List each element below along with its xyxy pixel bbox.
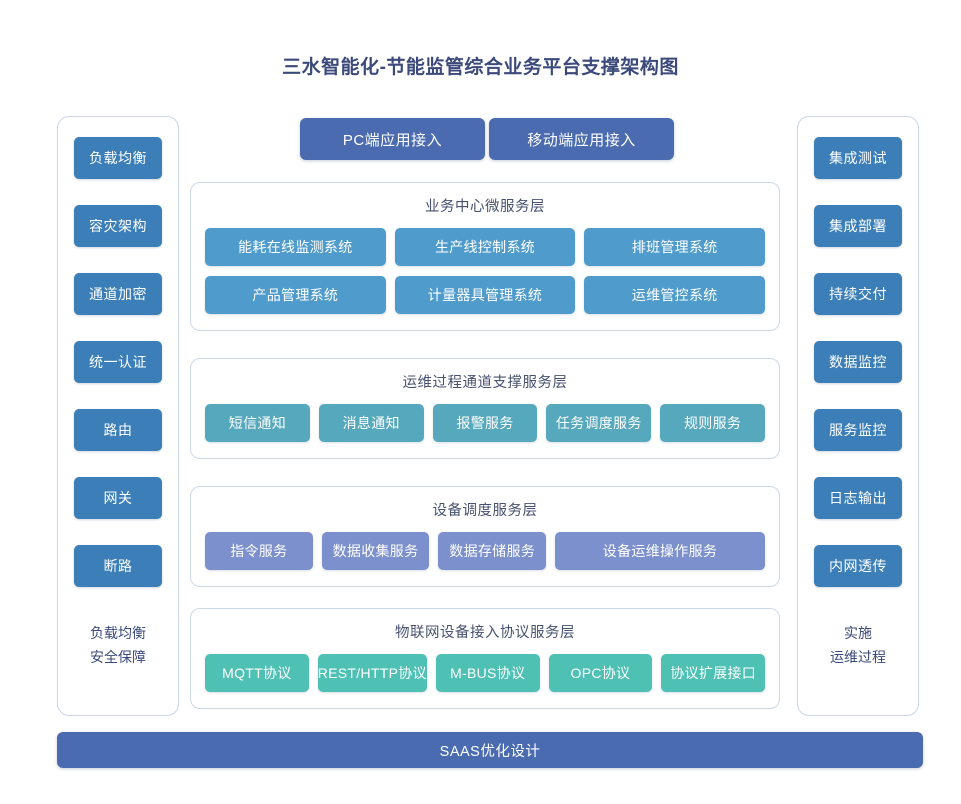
node-command-service[interactable]: 指令服务 <box>205 532 313 570</box>
node-opc-protocol[interactable]: OPC协议 <box>548 654 653 692</box>
node-protocol-extension-interface[interactable]: 协议扩展接口 <box>661 654 766 692</box>
sidebar-item-circuit-breaker[interactable]: 断路 <box>74 545 162 587</box>
node-mbus-protocol[interactable]: M-BUS协议 <box>435 654 540 692</box>
business-row-1: 能耗在线监测系统 生产线控制系统 排班管理系统 <box>205 228 766 266</box>
business-row-2: 产品管理系统 计量器具管理系统 运维管控系统 <box>205 276 766 314</box>
node-alarm-service[interactable]: 报警服务 <box>432 404 538 442</box>
right-sidebar-panel: 集成测试 集成部署 持续交付 数据监控 服务监控 日志输出 内网透传 实施 运维… <box>797 116 919 716</box>
node-message-notification[interactable]: 消息通知 <box>318 404 424 442</box>
layer-title-ops: 运维过程通道支撑服务层 <box>402 375 568 391</box>
node-production-line-control-system[interactable]: 生产线控制系统 <box>394 228 576 266</box>
access-bar-mobile[interactable]: 移动端应用接入 <box>489 118 674 160</box>
sidebar-item-log-output[interactable]: 日志输出 <box>814 477 902 519</box>
sidebar-item-load-balancing[interactable]: 负载均衡 <box>74 137 162 179</box>
right-footer-line-2: 运维过程 <box>830 649 886 665</box>
node-rest-http-protocol[interactable]: REST/HTTP协议 <box>317 654 427 692</box>
layer-title-iot: 物联网设备接入协议服务层 <box>395 625 575 641</box>
device-row-1: 指令服务 数据收集服务 数据存储服务 设备运维操作服务 <box>205 532 765 570</box>
left-footer-line-2: 安全保障 <box>90 649 146 665</box>
node-energy-monitoring-system[interactable]: 能耗在线监测系统 <box>205 228 386 266</box>
right-footer-line-1: 实施 <box>844 625 872 641</box>
node-task-scheduling-service[interactable]: 任务调度服务 <box>546 404 652 442</box>
sidebar-item-routing[interactable]: 路由 <box>74 409 162 451</box>
left-sidebar-footer: 负载均衡 安全保障 <box>90 621 146 669</box>
node-sms-notification[interactable]: 短信通知 <box>205 404 310 442</box>
left-sidebar-panel: 负载均衡 容灾架构 通道加密 统一认证 路由 网关 断路 负载均衡 安全保障 <box>57 116 179 716</box>
sidebar-item-integration-deploy[interactable]: 集成部署 <box>814 205 902 247</box>
iot-row-1: MQTT协议 REST/HTTP协议 M-BUS协议 OPC协议 协议扩展接口 <box>205 654 766 692</box>
sidebar-item-channel-encryption[interactable]: 通道加密 <box>74 273 162 315</box>
layer-title-device: 设备调度服务层 <box>432 503 538 519</box>
right-sidebar-footer: 实施 运维过程 <box>830 621 886 669</box>
sidebar-item-service-monitoring[interactable]: 服务监控 <box>814 409 902 451</box>
layer-device-scheduling: 设备调度服务层 指令服务 数据收集服务 数据存储服务 设备运维操作服务 <box>190 486 780 587</box>
sidebar-item-gateway[interactable]: 网关 <box>74 477 162 519</box>
layer-business-microservices: 业务中心微服务层 能耗在线监测系统 生产线控制系统 排班管理系统 产品管理系统 … <box>190 182 780 331</box>
layer-iot-protocol-access: 物联网设备接入协议服务层 MQTT协议 REST/HTTP协议 M-BUS协议 … <box>190 608 780 709</box>
access-bar-pc[interactable]: PC端应用接入 <box>300 118 485 160</box>
access-entry-row: PC端应用接入 移动端应用接入 <box>190 118 780 160</box>
node-mqtt-protocol[interactable]: MQTT协议 <box>205 654 309 692</box>
left-footer-line-1: 负载均衡 <box>90 625 146 641</box>
node-product-management-system[interactable]: 产品管理系统 <box>205 276 386 314</box>
node-data-collection-service[interactable]: 数据收集服务 <box>321 532 430 570</box>
node-ops-control-system[interactable]: 运维管控系统 <box>584 276 766 314</box>
sidebar-item-integration-test[interactable]: 集成测试 <box>814 137 902 179</box>
sidebar-item-unified-auth[interactable]: 统一认证 <box>74 341 162 383</box>
sidebar-item-continuous-delivery[interactable]: 持续交付 <box>814 273 902 315</box>
sidebar-item-intranet-passthrough[interactable]: 内网透传 <box>814 545 902 587</box>
page-title: 三水智能化-节能监管综合业务平台支撑架构图 <box>282 57 679 78</box>
layer-ops-channel-support: 运维过程通道支撑服务层 短信通知 消息通知 报警服务 任务调度服务 规则服务 <box>190 358 780 459</box>
sidebar-item-disaster-recovery[interactable]: 容灾架构 <box>74 205 162 247</box>
node-data-storage-service[interactable]: 数据存储服务 <box>438 532 547 570</box>
ops-row-1: 短信通知 消息通知 报警服务 任务调度服务 规则服务 <box>205 404 765 442</box>
node-shift-management-system[interactable]: 排班管理系统 <box>584 228 766 266</box>
node-rule-service[interactable]: 规则服务 <box>660 404 765 442</box>
node-metering-device-management-system[interactable]: 计量器具管理系统 <box>394 276 576 314</box>
saas-optimization-bar[interactable]: SAAS优化设计 <box>57 732 923 768</box>
sidebar-item-data-monitoring[interactable]: 数据监控 <box>814 341 902 383</box>
node-device-ops-operation-service[interactable]: 设备运维操作服务 <box>555 532 765 570</box>
layer-title-business: 业务中心微服务层 <box>425 199 545 215</box>
